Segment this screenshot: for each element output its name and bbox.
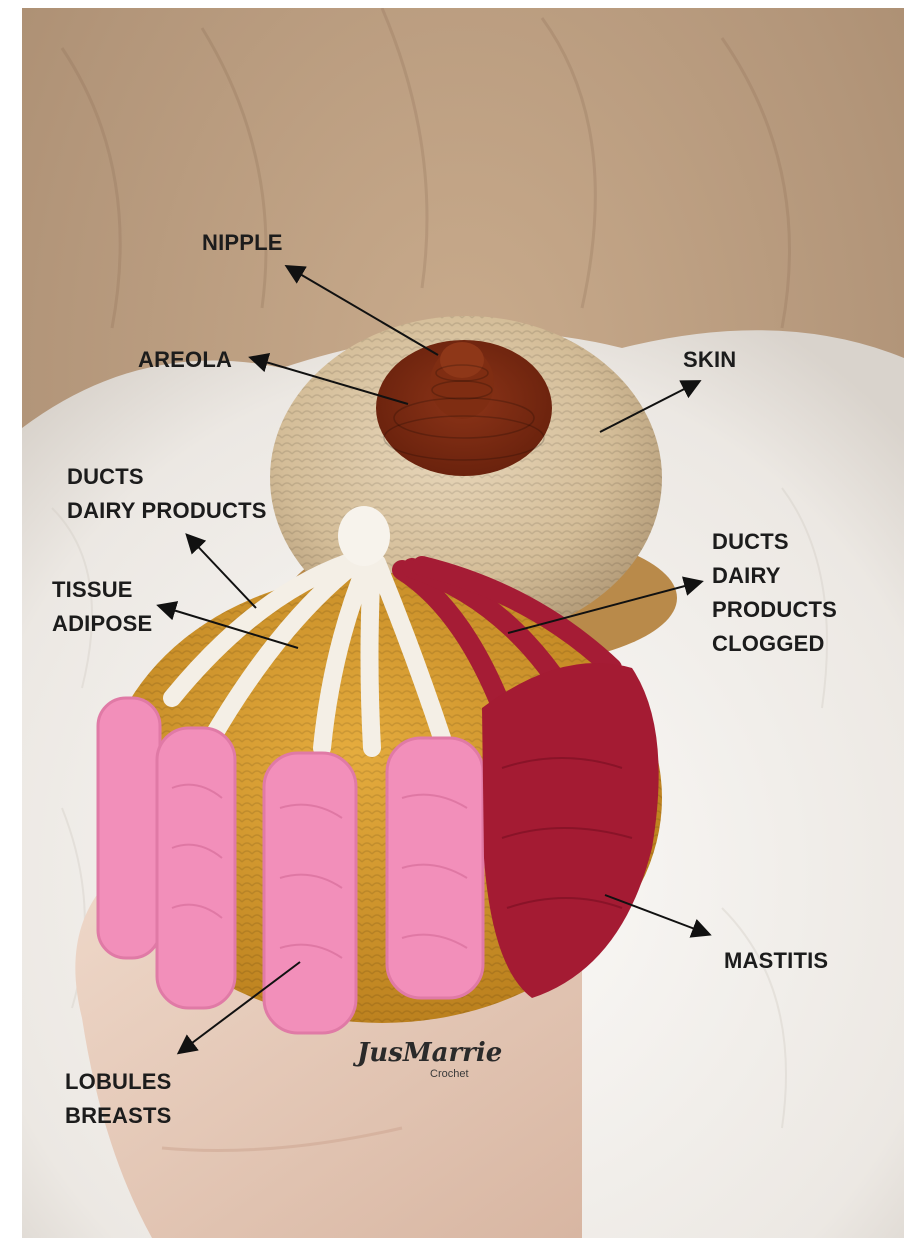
label-nipple: NIPPLE (202, 230, 283, 255)
label-line: BREASTS (65, 1103, 172, 1128)
label-ducts-clogged: DUCTS DAIRY PRODUCTS CLOGGED (712, 525, 837, 661)
label-areola: AREOLA (138, 347, 233, 372)
label-line: DUCTS (67, 464, 144, 489)
label-line: TISSUE (52, 577, 133, 602)
label-line: PRODUCTS (712, 597, 838, 622)
label-lobules-breasts: LOBULES BREASTS (65, 1065, 172, 1133)
label-tissue-adipose: TISSUE ADIPOSE (52, 573, 152, 641)
watermark-subtitle: Crochet (430, 1068, 469, 1080)
label-line: CLOGGED (712, 631, 825, 656)
label-line: LOBULES (65, 1069, 172, 1094)
label-mastitis: MASTITIS (724, 948, 829, 973)
label-line: DUCTS (712, 529, 789, 554)
label-line: DAIRY (712, 563, 781, 588)
label-ducts-dairy-products: DUCTS DAIRY PRODUCTS (67, 460, 267, 528)
label-line: ADIPOSE (52, 611, 153, 636)
watermark-logo: JusMarrie (357, 1038, 503, 1068)
label-skin: SKIN (683, 347, 737, 372)
label-line: DAIRY PRODUCTS (67, 498, 267, 523)
